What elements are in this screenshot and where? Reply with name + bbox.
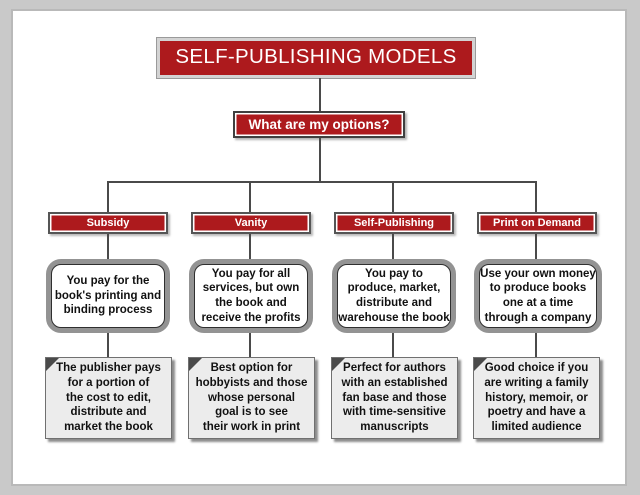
diagram-title-text: SELF-PUBLISHING MODELS — [175, 45, 457, 69]
note-box-subsidy: The publisher pays for a portion of the … — [45, 357, 172, 439]
note-text-2: Best option for hobbyists and those whos… — [195, 361, 308, 434]
connector-description-1-to-note — [107, 333, 109, 358]
description-text-3: You pay to produce, market, distribute a… — [338, 267, 450, 324]
folded-corner-icon-2 — [189, 358, 202, 371]
description-box-subsidy: You pay for the book's printing and bind… — [46, 259, 170, 333]
connector-category-4-to-description — [535, 234, 537, 261]
connector-description-2-to-note — [249, 333, 251, 358]
connector-category-3-to-description — [392, 234, 394, 261]
category-label-1: Subsidy — [86, 217, 130, 229]
sketch-inner-2 — [194, 264, 308, 328]
note-text-1: The publisher pays for a portion of the … — [56, 361, 161, 434]
category-label-3: Self-Publishing — [353, 217, 435, 229]
connector-category-2-to-description — [249, 234, 251, 261]
note-box-vanity: Best option for hobbyists and those whos… — [188, 357, 315, 439]
category-label-2: Vanity — [234, 217, 268, 229]
connector-category-1-to-description — [107, 234, 109, 261]
sketch-inner-1 — [51, 264, 165, 328]
sketch-inner-3 — [337, 264, 451, 328]
connector-title-to-question — [319, 78, 321, 111]
category-box-print-on-demand: Print on Demand — [477, 212, 597, 234]
question-box: What are my options? — [233, 111, 405, 138]
question-text: What are my options? — [248, 117, 390, 132]
connector-description-4-to-note — [535, 333, 537, 358]
connector-bus-to-category-2 — [249, 181, 251, 212]
note-text-3: Perfect for authors with an established … — [341, 361, 448, 434]
connector-question-to-bus — [319, 138, 321, 182]
category-box-subsidy: Subsidy — [48, 212, 168, 234]
description-text-4: Use your own money to produce books one … — [480, 267, 596, 324]
category-label-4: Print on Demand — [492, 217, 581, 229]
folded-corner-icon-1 — [46, 358, 59, 371]
category-box-self-publishing: Self-Publishing — [334, 212, 454, 234]
connector-bus-to-category-3 — [392, 181, 394, 212]
folded-corner-icon-4 — [474, 358, 487, 371]
folded-corner-icon-3 — [332, 358, 345, 371]
category-box-vanity: Vanity — [191, 212, 311, 234]
description-text-2: You pay for all services, but own the bo… — [201, 267, 301, 324]
connector-bus-to-category-1 — [107, 181, 109, 212]
connector-description-3-to-note — [392, 333, 394, 358]
note-text-4: Good choice if you are writing a family … — [484, 361, 589, 434]
description-box-self-publishing: You pay to produce, market, distribute a… — [332, 259, 456, 333]
description-box-vanity: You pay for all services, but own the bo… — [189, 259, 313, 333]
description-text-1: You pay for the book's printing and bind… — [54, 274, 162, 317]
connector-horizontal-bus — [107, 181, 537, 183]
description-box-print-on-demand: Use your own money to produce books one … — [474, 259, 602, 333]
note-box-print-on-demand: Good choice if you are writing a family … — [473, 357, 600, 439]
sketch-inner-4 — [479, 264, 597, 328]
note-box-self-publishing: Perfect for authors with an established … — [331, 357, 458, 439]
diagram-title-box: SELF-PUBLISHING MODELS — [157, 38, 475, 78]
connector-bus-to-category-4 — [535, 181, 537, 212]
